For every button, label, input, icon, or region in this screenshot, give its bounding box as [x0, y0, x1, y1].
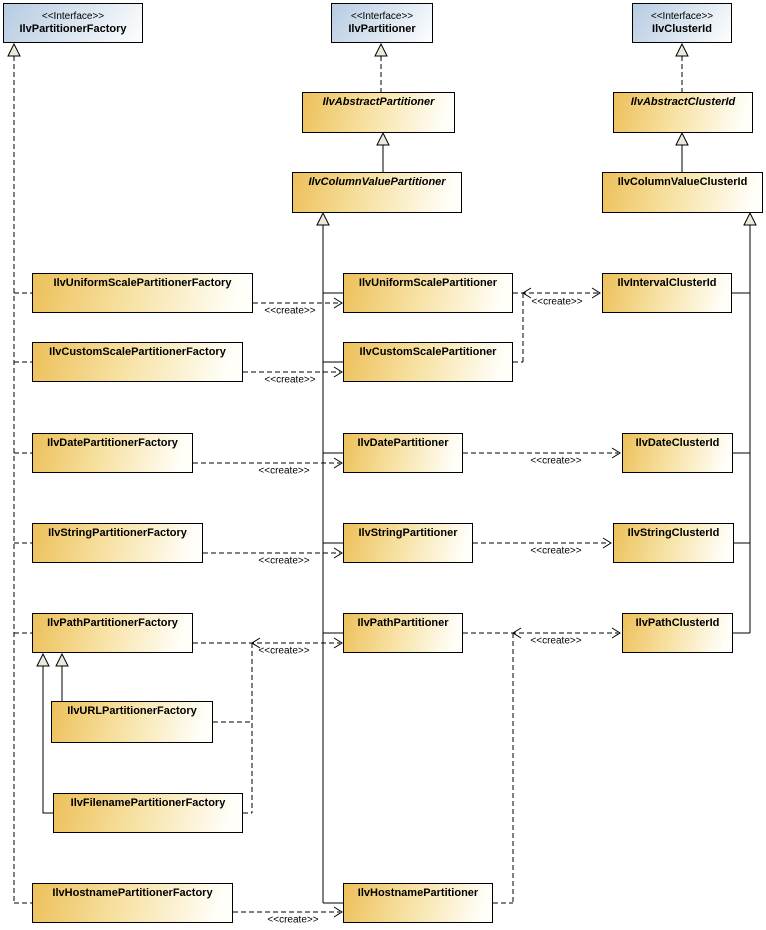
- class-name: IlvUniformScalePartitioner: [358, 277, 498, 289]
- class-name: IlvAbstractClusterId: [630, 96, 736, 108]
- class-ilv-path-partitioner[interactable]: IlvPathPartitioner: [343, 613, 463, 653]
- class-ilv-filename-partitioner-factory[interactable]: IlvFilenamePartitionerFactory: [53, 793, 243, 833]
- class-name: IlvUniformScalePartitionerFactory: [53, 277, 232, 289]
- class-name: IlvCustomScalePartitioner: [359, 346, 497, 358]
- class-ilv-path-cluster-id[interactable]: IlvPathClusterId: [622, 613, 733, 653]
- interface-ilv-cluster-id[interactable]: <<Interface>> IlvClusterId: [632, 3, 732, 43]
- stereotype-label: <<Interface>>: [350, 11, 414, 22]
- class-ilv-path-partitioner-factory[interactable]: IlvPathPartitionerFactory: [32, 613, 193, 653]
- create-label: <<create>>: [530, 545, 582, 557]
- edge-create-uniform-factory: [253, 297, 343, 309]
- create-label: <<create>>: [531, 296, 583, 308]
- create-label: <<create>>: [258, 465, 310, 477]
- class-ilv-hostname-partitioner[interactable]: IlvHostnamePartitioner: [343, 883, 493, 923]
- class-name: IlvDatePartitionerFactory: [47, 437, 178, 449]
- edge-generalization-partitioners-rail: [316, 211, 343, 904]
- interface-ilv-partitioner[interactable]: <<Interface>> IlvPartitioner: [331, 3, 433, 43]
- class-ilv-custom-scale-partitioner[interactable]: IlvCustomScalePartitioner: [343, 342, 513, 382]
- interface-name: IlvClusterId: [652, 23, 712, 35]
- create-label: <<create>>: [530, 635, 582, 647]
- interface-ilv-partitioner-factory[interactable]: <<Interface>> IlvPartitionerFactory: [3, 3, 143, 43]
- class-name: IlvStringPartitionerFactory: [48, 527, 187, 539]
- class-ilv-string-cluster-id[interactable]: IlvStringClusterId: [613, 523, 734, 563]
- edge-create-custom-factory: [243, 366, 343, 378]
- edge-create-date-cluster-id: [463, 447, 621, 459]
- edge-generalization-column-value-cluster-id: [675, 131, 689, 173]
- class-name: IlvStringClusterId: [627, 527, 720, 539]
- class-name: IlvPathPartitioner: [357, 617, 449, 629]
- interface-name: IlvPartitionerFactory: [19, 23, 127, 35]
- class-ilv-hostname-partitioner-factory[interactable]: IlvHostnamePartitionerFactory: [32, 883, 233, 923]
- create-label: <<create>>: [530, 455, 582, 467]
- class-name: IlvPathPartitionerFactory: [47, 617, 178, 629]
- class-name: IlvHostnamePartitionerFactory: [52, 887, 213, 899]
- class-ilv-string-partitioner[interactable]: IlvStringPartitioner: [343, 523, 473, 563]
- class-ilv-uniform-scale-partitioner[interactable]: IlvUniformScalePartitioner: [343, 273, 513, 313]
- create-label: <<create>>: [264, 305, 316, 317]
- class-name: IlvColumnValueClusterId: [617, 176, 748, 188]
- class-name: IlvStringPartitioner: [358, 527, 458, 539]
- edge-create-path-factory: [193, 637, 343, 814]
- edge-create-interval-cluster-id: [513, 287, 601, 363]
- edge-generalization-url-factory: [55, 652, 69, 701]
- class-name: IlvAbstractPartitioner: [322, 96, 435, 108]
- edge-realization-abstract-partitioner: [374, 42, 388, 92]
- class-ilv-date-partitioner-factory[interactable]: IlvDatePartitionerFactory: [32, 433, 193, 473]
- class-ilv-uniform-scale-partitioner-factory[interactable]: IlvUniformScalePartitionerFactory: [32, 273, 253, 313]
- class-ilv-interval-cluster-id[interactable]: IlvIntervalClusterId: [602, 273, 732, 313]
- class-name: IlvHostnamePartitioner: [357, 887, 479, 899]
- class-name: IlvFilenamePartitionerFactory: [70, 797, 226, 809]
- interface-name: IlvPartitioner: [348, 23, 416, 35]
- create-label: <<create>>: [264, 374, 316, 386]
- edge-create-path-cluster-id: [463, 627, 621, 904]
- edge-realization-factories-to-partitioner-factory: [7, 42, 32, 904]
- class-ilv-column-value-cluster-id[interactable]: IlvColumnValueClusterId: [602, 172, 763, 213]
- class-ilv-custom-scale-partitioner-factory[interactable]: IlvCustomScalePartitionerFactory: [32, 342, 243, 382]
- edge-create-string-factory: [203, 547, 343, 559]
- edge-create-date-factory: [193, 457, 343, 469]
- stereotype-label: <<Interface>>: [41, 11, 105, 22]
- stereotype-label: <<Interface>>: [650, 11, 714, 22]
- class-name: IlvPathClusterId: [635, 617, 720, 629]
- edge-create-hostname-factory: [233, 906, 343, 918]
- edge-realization-abstract-cluster-id: [675, 42, 689, 92]
- class-ilv-abstract-cluster-id[interactable]: IlvAbstractClusterId: [613, 92, 753, 133]
- class-ilv-abstract-partitioner[interactable]: IlvAbstractPartitioner: [302, 92, 455, 133]
- create-label: <<create>>: [258, 555, 310, 567]
- class-name: IlvDatePartitioner: [357, 437, 449, 449]
- edge-generalization-column-value-partitioner: [376, 131, 390, 172]
- class-name: IlvDateClusterId: [635, 437, 720, 449]
- edge-create-string-cluster-id: [473, 537, 612, 549]
- class-name: IlvColumnValuePartitioner: [308, 176, 446, 188]
- class-ilv-date-partitioner[interactable]: IlvDatePartitioner: [343, 433, 463, 473]
- create-label: <<create>>: [258, 645, 310, 657]
- edge-generalization-filename-factory: [36, 652, 53, 814]
- class-ilv-url-partitioner-factory[interactable]: IlvURLPartitionerFactory: [51, 701, 213, 743]
- class-name: IlvIntervalClusterId: [617, 277, 717, 289]
- class-ilv-column-value-partitioner[interactable]: IlvColumnValuePartitioner: [292, 172, 462, 213]
- class-name: IlvURLPartitionerFactory: [67, 705, 197, 717]
- class-name: IlvCustomScalePartitionerFactory: [49, 346, 226, 358]
- create-label: <<create>>: [267, 914, 319, 926]
- class-ilv-date-cluster-id[interactable]: IlvDateClusterId: [622, 433, 733, 473]
- class-ilv-string-partitioner-factory[interactable]: IlvStringPartitionerFactory: [32, 523, 203, 563]
- edge-generalization-cluster-ids-rail: [732, 211, 757, 634]
